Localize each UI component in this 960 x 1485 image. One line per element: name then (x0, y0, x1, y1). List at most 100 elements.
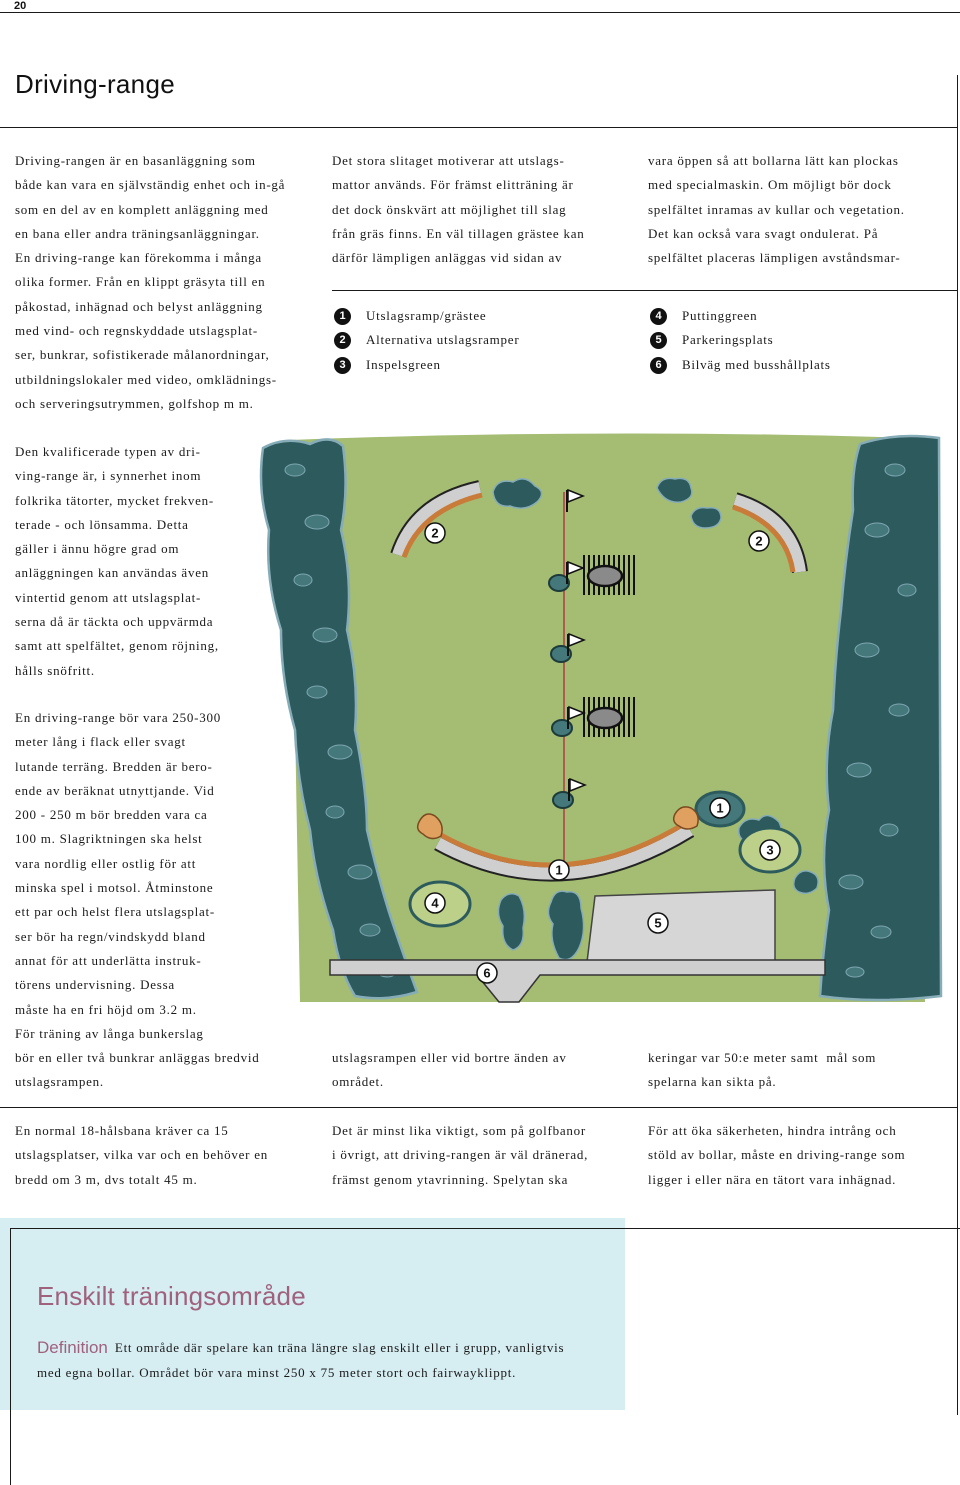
text-line: törens undervisning. Dessa (15, 977, 175, 993)
legend-label: Inspelsgreen (366, 357, 441, 372)
marker-putting-green: 4 (424, 892, 446, 914)
text-line: meter lång i flack eller svagt (15, 734, 186, 750)
text-line: från gräs finns. En väl tillagen grästee… (332, 225, 585, 241)
marker-label: 6 (483, 966, 490, 981)
text-line: i övrigt, att driving-rangen är väl drän… (332, 1147, 589, 1163)
legend-label: Puttinggreen (682, 308, 758, 323)
access-road (329, 959, 826, 1003)
grass-tee-left (416, 813, 443, 840)
marker-label: 3 (766, 843, 773, 858)
text-line: som en del av en komplett anläggning med (15, 201, 269, 217)
text-line: och serveringsutrymmen, golfshop m m. (15, 395, 254, 411)
text-line: vara öppen så att bollarna lätt kan ploc… (648, 153, 899, 168)
definition-line-2: med egna bollar. Området bör vara minst … (37, 1361, 516, 1385)
text-line: serna då är täckta och uppvärmda (15, 614, 214, 630)
top-rule (0, 12, 960, 13)
legend-number: 1 (334, 307, 351, 325)
right-hedge-texture (838, 463, 917, 978)
definition-heading: Enskilt träningsområde (37, 1281, 306, 1311)
marker-alt-tee-right: 2 (748, 530, 770, 552)
text-line: annat för att underlätta instruk- (15, 952, 202, 968)
flag-icon (566, 560, 586, 584)
target-net-2 (583, 697, 637, 737)
driving-range-diagram: 2 2 1 1 3 4 5 6 (259, 433, 943, 1003)
text-line: 100 m. Slagriktningen ska helst (15, 831, 203, 847)
text-line: ett par och helst flera utslagsplat- (15, 904, 215, 920)
text-line: ligger i eller nära en tätort vara inhäg… (648, 1171, 897, 1187)
flag-icon (567, 632, 587, 656)
text-line: med specialmaskin. Om möjligt bör dock (648, 177, 892, 193)
col3-paragraph-foot: För att öka säkerheten, hindra intrång o… (648, 1119, 905, 1192)
definition-box-background (0, 1218, 625, 1410)
legend-item-3: 3 Inspelsgreen (332, 353, 441, 377)
text-line: olika former. Från en klippt gräsyta til… (15, 274, 266, 290)
text-line: folkrika tätorter, mycket frekven- (15, 492, 214, 508)
legend-rule (332, 290, 958, 291)
legend-number: 3 (334, 356, 351, 374)
text-line: bredd om 3 m, dvs totalt 45 m. (15, 1171, 198, 1187)
definition-line-1: Definition Ett område där spelare kan tr… (37, 1336, 564, 1360)
legend-label: Alternativa utslagsramper (366, 332, 520, 347)
text-line: påkostad, inhägnad och belyst anläggning (15, 298, 263, 314)
text-line: minska spel i motsol. Åtminstone (15, 880, 214, 896)
col1-paragraph-2: Den kvalificerade typen av dri-ving-rang… (15, 440, 219, 683)
marker-parking: 5 (647, 912, 669, 934)
foot-rule (0, 1107, 958, 1108)
text-line: främst genom ytavrinning. Spelytan ska (332, 1171, 569, 1187)
text-line: utslagsplatser, vilka var och en behöver… (15, 1147, 269, 1163)
col1-paragraph-3: En driving-range bör vara 250-300 meter l… (15, 706, 259, 1095)
text-line: ser bör ha regn/vindskydd bland (15, 928, 206, 944)
legend-number: 4 (650, 307, 667, 325)
marker-label: 1 (716, 801, 723, 816)
col2-paragraph-foot: Det är minst lika viktigt, som på golfba… (332, 1119, 588, 1192)
alt-tee-ramp-right (732, 492, 808, 574)
col2-paragraph-top: Det stora slitaget motiverar att utslags… (332, 149, 584, 270)
legend-item-2: 2 Alternativa utslagsramper (332, 328, 519, 352)
text-line: anläggningen kan användas även (15, 565, 209, 581)
text-line: spelarna kan sikta på. (648, 1074, 777, 1090)
text-line: ende av beräknat utnyttjande. Vid (15, 782, 215, 798)
title-rule (0, 127, 958, 128)
legend-number: 5 (650, 331, 667, 349)
parking-area (586, 889, 776, 963)
text-line: För träning av långa bunkerslag (15, 1025, 204, 1041)
text-line: Det är minst lika viktigt, som på golfba… (332, 1123, 586, 1138)
text-line: utslagsrampen. (15, 1074, 104, 1090)
text-line: Den kvalificerade typen av dri- (15, 444, 201, 459)
definition-text: med egna bollar. Området bör vara minst … (37, 1365, 517, 1380)
bush-clusters (492, 477, 819, 961)
page-title: Driving-range (15, 69, 175, 99)
text-line: vintertid genom att utslagsplat- (15, 589, 202, 605)
legend-number: 2 (334, 331, 351, 349)
text-line: terade - och lönsamma. Detta (15, 516, 189, 532)
marker-main-tee: 1 (548, 859, 570, 881)
text-line: utbildningslokaler med video, omklädning… (15, 371, 277, 387)
text-line: vara nordlig eller ostlig för att (15, 855, 197, 871)
text-line: bör en eller två bunkrar anläggas bredvi… (15, 1050, 260, 1066)
text-line: hålls snöfritt. (15, 662, 95, 678)
target-net-1 (583, 555, 637, 595)
text-line: En normal 18-hålsbana kräver ca 15 (15, 1123, 229, 1138)
text-line: lutande terräng. Bredden är bero- (15, 758, 213, 774)
text-line: En driving-range bör vara 250-300 (15, 710, 221, 725)
text-line: gäller i ännu högre grad om (15, 541, 180, 557)
legend-item-4: 4 Puttinggreen (648, 304, 757, 328)
text-line: ser, bunkrar, sofistikerade målanordning… (15, 347, 270, 363)
legend-item-6: 6 Bilväg med busshållplats (648, 353, 831, 377)
text-line: stöld av bollar, måste en driving-range … (648, 1147, 906, 1163)
legend-item-1: 1 Utslagsramp/grästee (332, 304, 486, 328)
legend-number: 6 (650, 356, 667, 374)
definition-text: Ett område där spelare kan träna längre … (114, 1340, 565, 1355)
flag-icon (566, 488, 586, 512)
marker-label: 2 (431, 526, 438, 541)
marker-inspel-green: 3 (759, 839, 781, 861)
definition-box-frame (10, 1228, 960, 1485)
text-line: Det stora slitaget motiverar att utslags… (332, 153, 565, 168)
definition-label: Definition (37, 1338, 108, 1357)
legend-label: Utslagsramp/grästee (366, 308, 487, 323)
text-line: utslagsrampen eller vid bortre änden av (332, 1050, 567, 1065)
marker-label: 2 (755, 534, 762, 549)
text-line: både kan vara en självständig enhet och … (15, 177, 286, 193)
